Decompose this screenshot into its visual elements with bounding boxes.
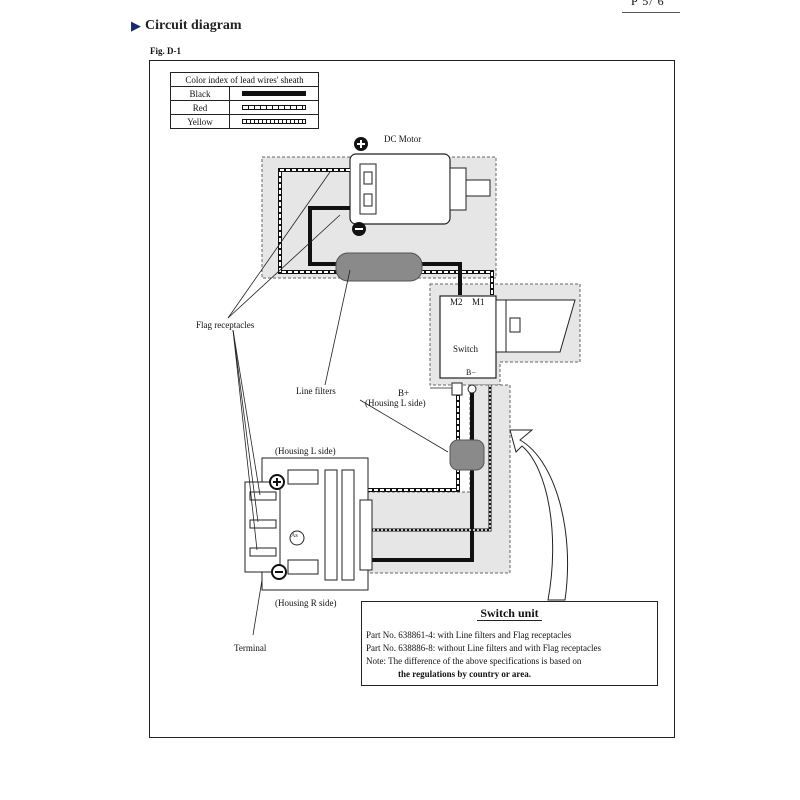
line-filter-upper xyxy=(335,252,423,282)
terminal-label: Terminal xyxy=(234,643,267,653)
flag-receptacles-label: Flag receptacles xyxy=(196,320,255,330)
b-minus-label: B− xyxy=(466,368,476,377)
minus-terminal-icon xyxy=(352,222,366,236)
switch-body xyxy=(439,295,576,379)
red-wire-swatch xyxy=(242,105,306,110)
color-index-title: Color index of lead wires' sheath xyxy=(170,72,319,87)
curved-arrow-icon xyxy=(509,429,568,601)
dc-motor xyxy=(349,153,491,225)
color-name: Black xyxy=(170,86,230,101)
color-name: Yellow xyxy=(170,114,230,129)
line-filter-lower xyxy=(449,439,485,471)
plus-terminal-icon xyxy=(269,474,285,490)
arrow-right-icon: ▶ xyxy=(131,18,141,33)
dc-motor-label: DC Motor xyxy=(384,134,422,144)
m1-label: M1 xyxy=(472,297,485,307)
housing-l-lower-label: (Housing L side) xyxy=(275,446,336,456)
as-mark: As xyxy=(291,533,298,539)
yellow-wire-swatch xyxy=(242,119,306,124)
black-wire-swatch xyxy=(242,91,306,96)
housing-l-upper-label: (Housing L side) xyxy=(365,398,426,408)
page-number: P 5/ 6 xyxy=(631,0,665,8)
terminal-block xyxy=(244,457,373,591)
minus-terminal-icon xyxy=(271,564,287,580)
title-bar: ▶ Circuit diagram xyxy=(131,18,242,34)
switch-unit-note-1: Note: The difference of the above specif… xyxy=(366,656,582,666)
color-index-table: Color index of lead wires' sheath Black … xyxy=(170,72,319,129)
housing-r-label: (Housing R side) xyxy=(275,598,337,608)
switch-unit-box: Switch unit Part No. 638861-4: with Line… xyxy=(361,601,658,686)
color-name: Red xyxy=(170,100,230,115)
wire-black-upper xyxy=(308,206,462,295)
line-filters-label: Line filters xyxy=(296,386,336,396)
b-plus-label: B+ xyxy=(398,388,410,398)
leader-lines xyxy=(227,171,452,636)
diagram-frame xyxy=(149,60,675,738)
switch-unit-title: Switch unit xyxy=(477,606,542,621)
switch-unit-line-1: Part No. 638861-4: with Line filters and… xyxy=(366,630,572,640)
figure-label: Fig. D-1 xyxy=(150,46,181,56)
switch-unit-note-2: the regulations by country or area. xyxy=(398,669,531,679)
switch-unit-line-2: Part No. 638886-8: without Line filters … xyxy=(366,643,601,653)
switch-label: Switch xyxy=(453,344,479,354)
m2-label: M2 xyxy=(450,297,463,307)
page-number-underline xyxy=(622,12,680,13)
page-title: Circuit diagram xyxy=(145,18,242,33)
plus-terminal-icon xyxy=(354,137,368,151)
